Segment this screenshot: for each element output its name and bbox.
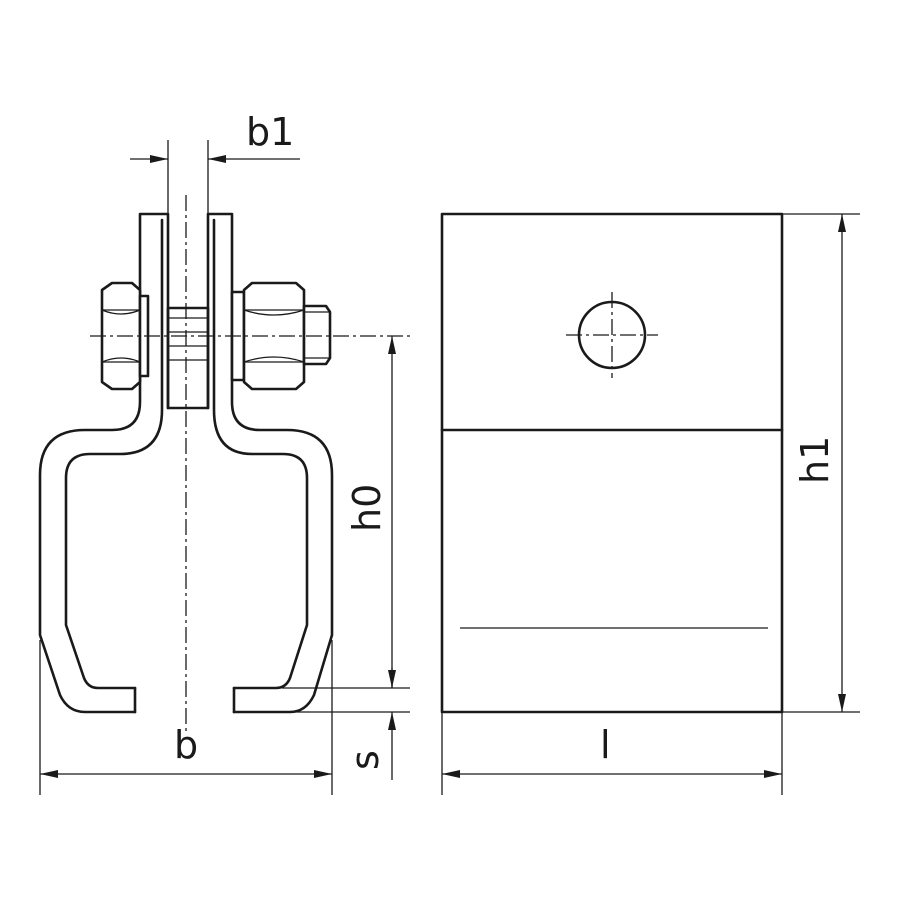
label-h1: h1: [793, 436, 837, 484]
label-h0: h0: [345, 484, 389, 532]
label-l: l: [600, 723, 611, 767]
bolt-shank: [166, 306, 210, 410]
dimension-b: b: [39, 640, 333, 795]
side-body: [440, 212, 784, 714]
dimension-s: s: [290, 668, 410, 780]
dimension-h1: h1: [782, 213, 860, 713]
bolt-hole: [566, 292, 658, 378]
label-s: s: [343, 750, 387, 770]
dimension-b1: b1: [130, 110, 300, 214]
hanger-profile-left-inner: [64, 218, 164, 690]
label-b: b: [174, 723, 198, 767]
hanger-profile-left: [38, 212, 170, 714]
dimension-l: l: [441, 712, 783, 795]
hanger-profile-right: [206, 212, 334, 714]
front-view: [38, 195, 410, 735]
dimension-h0: h0: [282, 336, 410, 689]
hanger-profile-right-inner: [212, 218, 309, 690]
side-view: [440, 212, 784, 714]
label-b1: b1: [246, 110, 294, 154]
bolt-thread-end: [302, 304, 332, 366]
